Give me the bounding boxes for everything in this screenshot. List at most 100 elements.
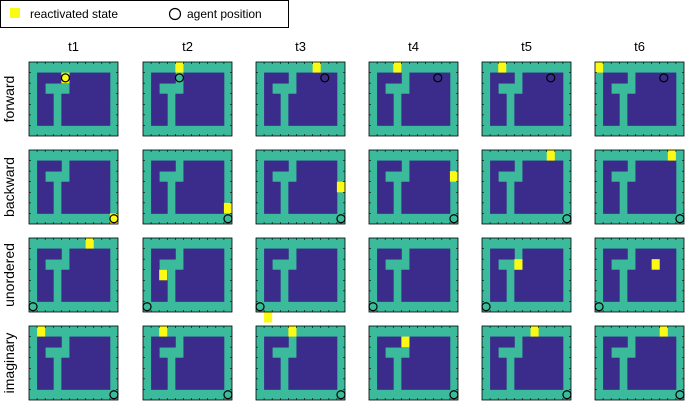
maze-panel-imaginary-t1	[28, 325, 119, 401]
maze-wall	[433, 368, 443, 380]
panel-frame	[594, 325, 685, 401]
maze-wall	[433, 378, 443, 390]
maze-wall	[441, 160, 451, 172]
maze-wall	[651, 248, 661, 260]
maze-wall	[328, 357, 338, 369]
maze-wall	[320, 259, 330, 271]
maze-wall	[538, 181, 548, 193]
maze-wall	[93, 347, 103, 359]
maze-wall	[101, 290, 111, 302]
maze-wall	[530, 171, 540, 183]
maze-wall	[393, 248, 402, 260]
maze-wall	[538, 192, 548, 204]
reactivated-state-marker	[109, 213, 118, 224]
maze-wall	[183, 378, 192, 390]
maze-wall	[93, 72, 103, 84]
maze-wall	[546, 160, 556, 172]
maze-wall	[207, 336, 217, 348]
maze-wall	[611, 114, 620, 126]
maze-wall	[264, 347, 273, 359]
maze-wall	[296, 114, 305, 126]
reactivated-state-marker	[595, 62, 604, 73]
maze-wall	[151, 72, 160, 84]
maze-wall	[183, 347, 192, 359]
maze-wall	[651, 160, 661, 172]
maze-wall	[304, 368, 314, 380]
maze-wall	[417, 336, 427, 348]
maze-wall	[385, 72, 394, 84]
maze-wall	[393, 72, 402, 84]
maze-wall	[490, 248, 499, 260]
maze-wall	[61, 280, 70, 292]
maze-wall	[69, 83, 78, 95]
maze-wall	[101, 259, 111, 271]
maze-wall	[385, 114, 394, 126]
maze-wall	[417, 202, 427, 214]
maze-wall	[635, 378, 644, 390]
maze-panel-forward-t3	[255, 61, 346, 137]
maze-wall	[199, 248, 209, 260]
maze-wall	[304, 259, 314, 271]
maze-wall	[167, 72, 176, 84]
maze-wall	[151, 357, 160, 369]
maze-wall	[312, 160, 322, 172]
maze-wall	[61, 192, 70, 204]
maze-wall	[417, 259, 427, 271]
maze-wall	[611, 280, 620, 292]
maze-wall	[409, 347, 418, 359]
maze-wall	[207, 269, 217, 281]
maze-wall	[85, 290, 95, 302]
maze-wall	[603, 171, 612, 183]
maze-wall	[159, 290, 168, 302]
maze-wall	[433, 83, 443, 95]
maze-wall	[538, 160, 548, 172]
maze-wall	[643, 368, 653, 380]
maze-wall	[77, 202, 87, 214]
maze-wall	[101, 336, 111, 348]
maze-wall	[377, 290, 386, 302]
maze-wall	[296, 336, 305, 348]
maze-wall	[175, 357, 184, 369]
maze-wall	[401, 269, 410, 281]
panel-frame	[368, 237, 459, 313]
maze-wall	[320, 104, 330, 116]
maze-wall	[304, 336, 314, 348]
maze-wall	[93, 269, 103, 281]
maze-wall	[433, 171, 443, 183]
panel-frame	[28, 325, 119, 401]
maze-wall	[425, 160, 435, 172]
maze-wall	[490, 368, 499, 380]
panel-frame	[255, 61, 346, 137]
maze-wall	[296, 93, 305, 105]
maze-wall	[304, 357, 314, 369]
maze-wall	[264, 336, 273, 348]
maze-wall	[312, 202, 322, 214]
maze-wall	[554, 171, 564, 183]
maze-wall	[151, 280, 160, 292]
maze-wall	[514, 192, 523, 204]
maze-wall	[312, 248, 322, 260]
maze-wall	[425, 259, 435, 271]
maze-wall	[401, 290, 410, 302]
maze-wall	[69, 93, 78, 105]
maze-wall	[401, 104, 410, 116]
maze-wall	[441, 280, 451, 292]
maze-wall	[651, 269, 661, 281]
maze-wall	[441, 259, 451, 271]
reactivated-state-marker	[159, 326, 168, 337]
maze-wall	[643, 378, 653, 390]
maze-wall	[603, 280, 612, 292]
maze-wall	[635, 171, 644, 183]
maze-wall	[514, 114, 523, 126]
maze-wall	[280, 160, 289, 172]
maze-wall	[159, 72, 168, 84]
maze-wall	[401, 93, 410, 105]
maze-wall	[328, 290, 338, 302]
maze-wall	[433, 280, 443, 292]
maze-wall	[264, 248, 273, 260]
maze-wall	[490, 104, 499, 116]
maze-wall	[264, 104, 273, 116]
maze-wall	[522, 93, 531, 105]
maze-wall	[45, 114, 54, 126]
maze-wall	[385, 368, 394, 380]
